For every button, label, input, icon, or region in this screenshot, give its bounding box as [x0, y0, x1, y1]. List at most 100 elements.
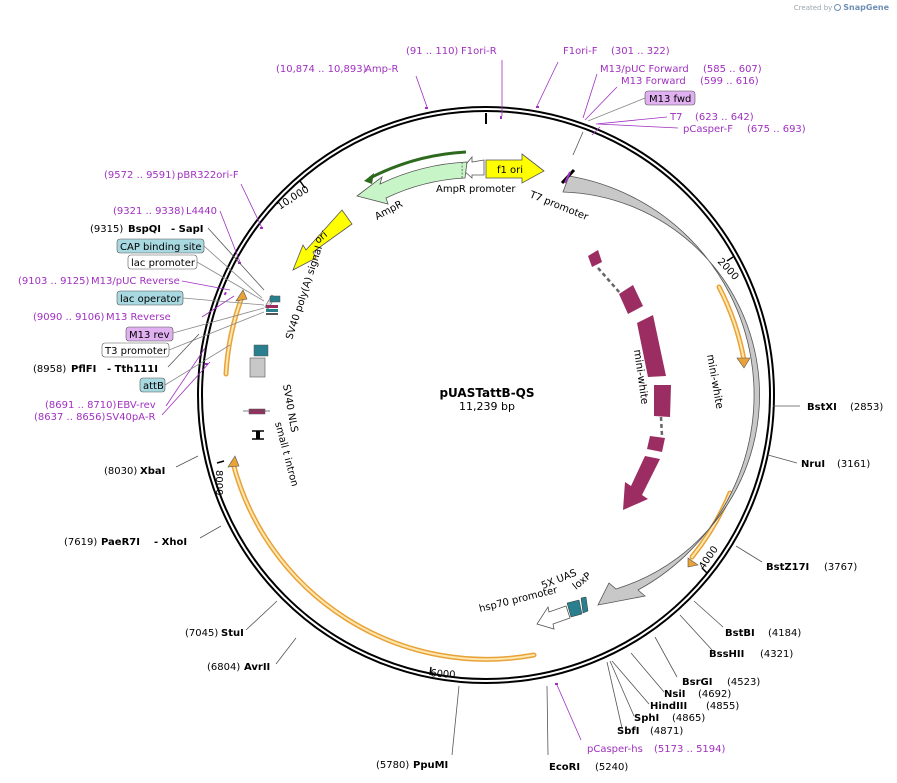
- snapgene-logo-icon: [834, 4, 842, 11]
- feature-leaders-left: [164, 245, 265, 386]
- ampr-label: AmpR: [373, 199, 405, 223]
- tick-4000: [701, 567, 708, 574]
- attb-feature[interactable]: [269, 295, 281, 303]
- exon-2[interactable]: [619, 285, 643, 314]
- bspqi-name: BspQI: [128, 224, 161, 235]
- plasmid-name: pUASTattB-QS: [439, 386, 534, 400]
- t7-promoter-inner-label: T7 promoter: [527, 189, 590, 223]
- bstz17i-pos: (3767): [824, 562, 857, 573]
- backbone-inner-circle: [201, 110, 771, 680]
- tick-label-6000: 6000: [430, 668, 456, 681]
- nsii-name: NsiI: [664, 689, 685, 700]
- ppumi-pos: (5780): [376, 760, 409, 771]
- m13puc-fwd-name: M13/pUC Forward: [600, 64, 689, 75]
- stui-pos: (7045): [185, 628, 218, 639]
- exon-1[interactable]: [588, 250, 602, 267]
- pcasper-hs-range: (5173 .. 5194): [654, 744, 726, 755]
- ebv-rev-name: EBV-rev: [117, 400, 156, 411]
- polyA-region: [243, 294, 281, 440]
- mini-white-exons: [588, 250, 671, 510]
- t3-promoter-label: T3 promoter: [104, 346, 168, 357]
- amp-r-range: (10,874 .. 10,893): [276, 64, 367, 75]
- m13puc-fwd-range: (585 .. 607): [703, 64, 762, 75]
- m13-fwd-leader: [587, 97, 646, 122]
- m13-fwd-range: (599 .. 616): [700, 76, 759, 87]
- orf-arrow-1: [736, 357, 751, 369]
- nrui-pos: (3161): [837, 459, 870, 470]
- tick-8000: [216, 460, 225, 464]
- xbai-name: XbaI: [140, 466, 165, 477]
- pbr322ori-f-range: (9572 .. 9591): [104, 170, 176, 181]
- lac-promoter-label: lac promoter: [131, 258, 196, 269]
- stui-name: StuI: [221, 628, 244, 639]
- exon-3[interactable]: [637, 315, 666, 377]
- pflfi-pos: (8958): [33, 364, 66, 375]
- orf-arc-3: [230, 460, 537, 662]
- enzyme-leaders: [167, 131, 800, 756]
- ppumi-name: PpuMI: [413, 760, 448, 771]
- f1ori-f-range: (301 .. 322): [611, 46, 670, 57]
- sv40-polya-feature[interactable]: [249, 357, 266, 378]
- f1ori-r-name: F1ori-R: [461, 46, 497, 57]
- sv40-nls-feature[interactable]: [248, 408, 266, 415]
- exon-4[interactable]: [654, 385, 671, 417]
- ampr-feature[interactable]: [356, 161, 468, 205]
- bsrgi-pos: (4523): [727, 677, 760, 688]
- lac-promoter-box[interactable]: [127, 254, 198, 270]
- loxp-feature[interactable]: [580, 596, 589, 614]
- ecori-pos: (5240): [595, 762, 628, 773]
- pcasper-f-range: (675 .. 693): [747, 124, 806, 135]
- t7-range: (623 .. 642): [695, 112, 754, 123]
- f1-ori-feature[interactable]: [485, 153, 545, 184]
- ori-feature[interactable]: [292, 209, 353, 271]
- nsii-pos: (4692): [698, 689, 731, 700]
- hindiii-name: HindIII: [650, 701, 687, 712]
- bstxi-pos: (2853): [850, 402, 883, 413]
- hindiii-pos: (4855): [706, 701, 739, 712]
- top-primer-labels: (10,874 .. 10,893) Amp-R (91 .. 110) F1o…: [276, 46, 806, 135]
- m13puc-rev-range: (9103 .. 9125): [18, 276, 90, 287]
- hsp70-promoter-feature[interactable]: [536, 605, 571, 630]
- uas-feature[interactable]: [566, 599, 583, 618]
- orf-arcs: [223, 284, 747, 662]
- orf-arc-4: [223, 294, 245, 377]
- snapgene-credit: Created by SnapGene: [794, 3, 889, 12]
- pflfi-alt: - Tth111I: [107, 364, 158, 375]
- lac-operator-box[interactable]: [116, 290, 184, 306]
- avrii-name: AvrII: [244, 662, 270, 673]
- attb-box[interactable]: [139, 377, 166, 393]
- pcasper-f-name: pCasper-F: [683, 124, 733, 135]
- sphi-pos: (4865): [672, 713, 705, 724]
- m13-rev-box[interactable]: [125, 326, 174, 342]
- sphi-name: SphI: [634, 713, 659, 724]
- l4440-name: L4440: [186, 206, 217, 217]
- bstbi-name: BstBI: [725, 628, 755, 639]
- sv40-feature-teal[interactable]: [253, 344, 269, 357]
- mini-white-feature[interactable]: [562, 175, 760, 606]
- ecori-name: EcoRI: [549, 762, 580, 773]
- small-t-intron-feature[interactable]: [256, 431, 260, 439]
- cap-site-box[interactable]: [116, 238, 205, 254]
- sbfi-pos: (4871): [650, 726, 683, 737]
- f1-ori-label: f1 ori: [497, 165, 523, 176]
- m13-rev-range: (9090 .. 9106): [33, 312, 105, 323]
- orf-arrow-2: [687, 557, 699, 568]
- t3-promoter-box[interactable]: [101, 342, 170, 358]
- backbone-outer-circle: [197, 106, 775, 684]
- tick-2000: [726, 256, 734, 262]
- exon-6[interactable]: [623, 456, 660, 510]
- m13-rev-box-label: M13 rev: [129, 330, 170, 341]
- plasmid-size: 11,239 bp: [459, 400, 515, 413]
- ampr-promoter-feature[interactable]: [461, 155, 485, 179]
- pflfi-name: PflFI: [71, 364, 96, 375]
- exon-5[interactable]: [647, 436, 665, 452]
- paer7i-name: PaeR7I: [101, 537, 140, 548]
- right-labels: BstXI (2853) NruI (3161) BstZ17I (3767) …: [617, 402, 883, 737]
- orf-arrow-4: [235, 289, 248, 302]
- sbfi-name: SbfI: [617, 726, 639, 737]
- primer-leaders-left: [161, 183, 263, 416]
- m13-fwd-box[interactable]: [644, 90, 696, 106]
- avrii-pos: (6804): [207, 662, 240, 673]
- bstbi-pos: (4184): [768, 628, 801, 639]
